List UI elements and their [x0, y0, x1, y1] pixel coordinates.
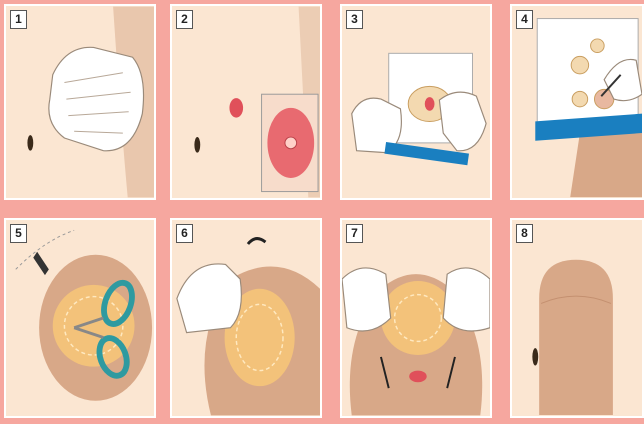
pouch-attached-icon: [512, 220, 642, 416]
step-1-panel: 1: [4, 4, 156, 200]
peel-backing-paper-icon: [342, 6, 490, 198]
step-number: 3: [346, 10, 363, 29]
step-number: 7: [346, 224, 363, 243]
hand-cleaning-skin-icon: [6, 6, 154, 198]
step-8-panel: 8: [510, 218, 644, 418]
apply-wafer-icon: [172, 220, 320, 416]
step-number: 4: [516, 10, 533, 29]
step-2-panel: 2: [170, 4, 322, 200]
step-3-panel: 3: [340, 4, 492, 200]
stoma-measurement-icon: [172, 6, 320, 198]
step-number: 2: [176, 10, 193, 29]
step-7-panel: 7: [340, 218, 492, 418]
cut-opening-scissors-icon: [6, 220, 154, 416]
step-4-panel: 4: [510, 4, 644, 200]
step-6-panel: 6: [170, 218, 322, 418]
step-number: 8: [516, 224, 533, 243]
step-number: 6: [176, 224, 193, 243]
step-number: 1: [10, 10, 27, 29]
press-wafer-warm-icon: [342, 220, 490, 416]
step-5-panel: 5: [4, 218, 156, 418]
trace-template-icon: [512, 6, 642, 198]
step-number: 5: [10, 224, 27, 243]
